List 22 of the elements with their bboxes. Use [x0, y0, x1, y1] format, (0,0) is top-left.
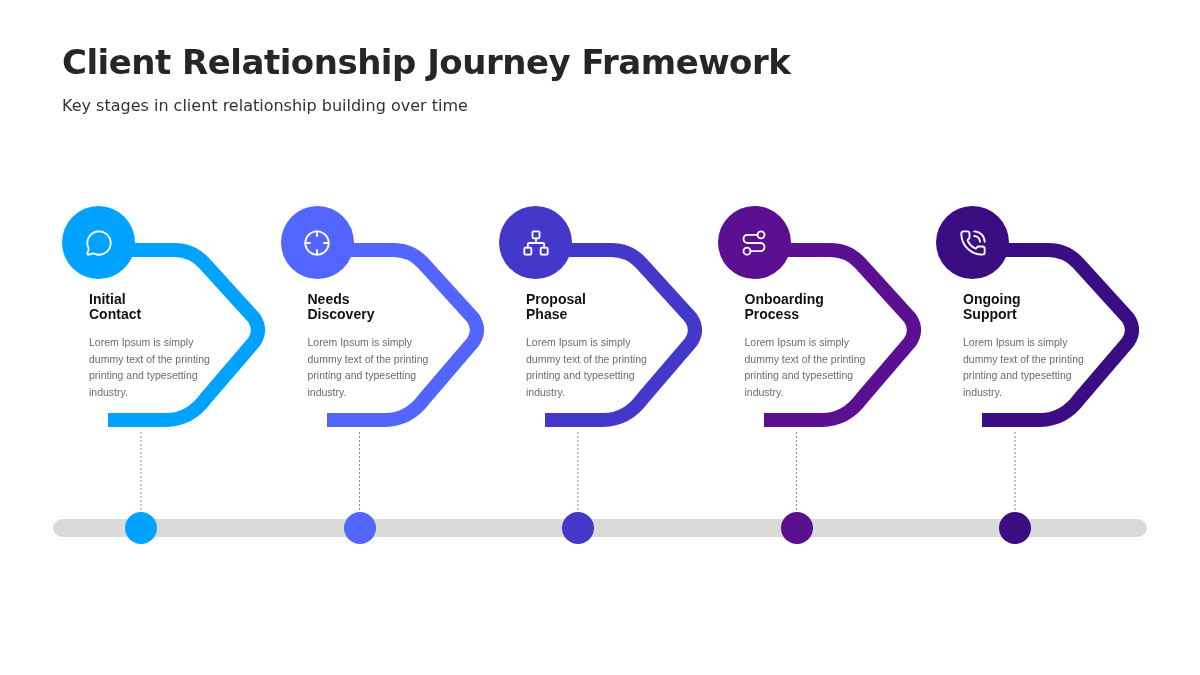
stage-description: Lorem Ipsum is simply dummy text of the printing printing and typesetting industry. [307, 335, 430, 400]
dashed-connector [1014, 431, 1016, 513]
timeline-dot [125, 512, 157, 544]
timeline-dot [780, 512, 813, 544]
timeline-dot [343, 512, 376, 544]
timeline-dot [562, 512, 594, 544]
stage-title: Initial Contact [89, 292, 143, 322]
stage-title: Needs Discovery [307, 292, 376, 322]
dashed-connector [796, 431, 797, 513]
subtitle: Key stages in client relationship building over time [62, 96, 468, 115]
title: Client Relationship Journey Framework [62, 42, 791, 82]
stage-description: Lorem Ipsum is simply dummy text of the printing printing and typesetting industry. [963, 335, 1085, 400]
dashed-connector [359, 431, 360, 513]
dashed-connector [577, 431, 579, 513]
stage-description: Lorem Ipsum is simply dummy text of the printing printing and typesetting industry. [89, 335, 211, 400]
timeline-dot [999, 512, 1031, 544]
stage-description: Lorem Ipsum is simply dummy text of the printing printing and typesetting industry. [744, 335, 867, 400]
stage-title: Proposal Phase [526, 292, 587, 322]
stage-title: Onboarding Process [744, 292, 825, 322]
dashed-connector [140, 431, 142, 513]
stage-title: Ongoing Support [963, 292, 1022, 322]
stage-description: Lorem Ipsum is simply dummy text of the printing printing and typesetting industry. [526, 335, 648, 400]
